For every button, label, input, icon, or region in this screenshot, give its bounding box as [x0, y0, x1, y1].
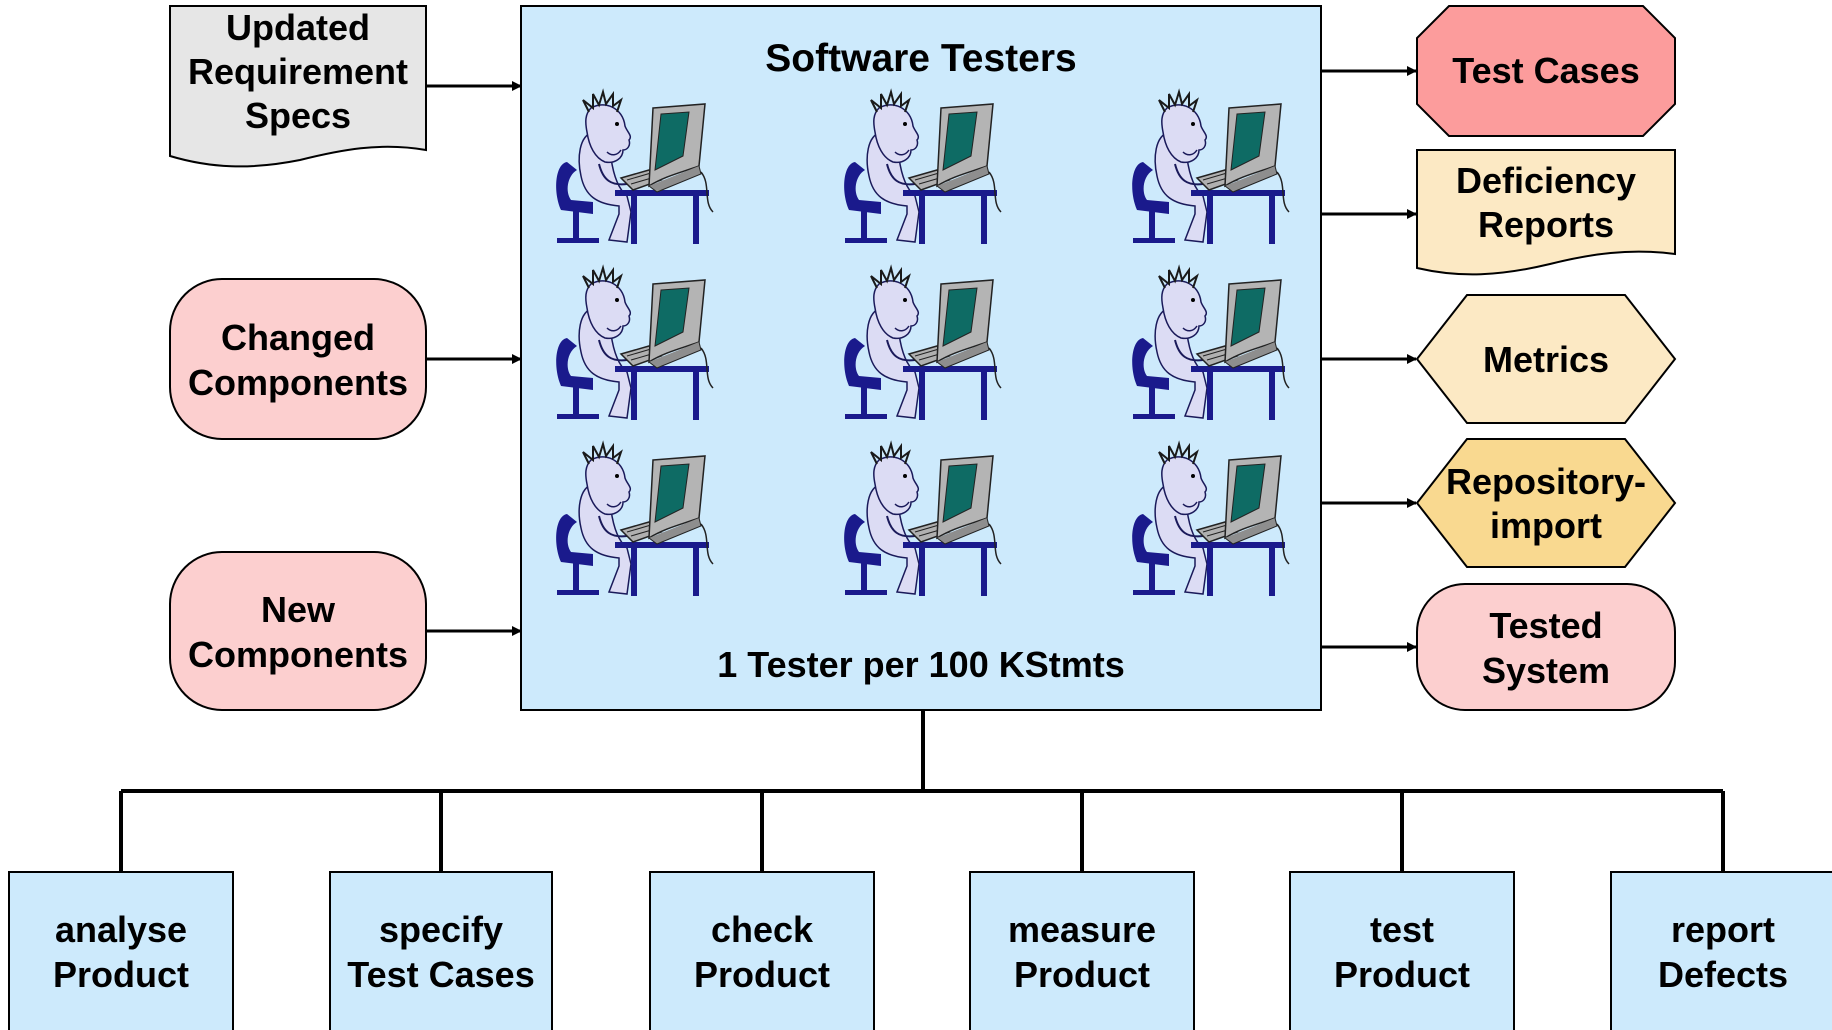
activity-analyse-product: analyse Product: [8, 871, 234, 1030]
output-test-cases: Test Cases: [1416, 5, 1676, 137]
input-updated-requirement-specs: Updated Requirement Specs: [169, 5, 427, 168]
activity-line-1: report: [1671, 909, 1775, 950]
activity-line-2: Product: [1334, 954, 1470, 995]
activity-check-product: check Product: [649, 871, 875, 1030]
activity-line-1: check: [711, 909, 814, 950]
activity-box: [1610, 871, 1832, 1030]
hexagon-shape: [1415, 438, 1677, 568]
output-deficiency-reports: Deficiency Reports: [1416, 149, 1676, 276]
tester-ratio-label: 1 Tester per 100 KStmts: [717, 644, 1125, 685]
activity-line-2: Defects: [1658, 954, 1788, 995]
octagon-shape: [1416, 5, 1676, 137]
activity-box: [969, 871, 1195, 1030]
activity-box: [329, 871, 553, 1030]
activity-report-defects: report Defects: [1610, 871, 1832, 1030]
hexagon-shape: [1415, 294, 1677, 424]
updated-specs-line-1: Updated: [226, 7, 370, 48]
document-shape: [169, 5, 427, 168]
activity-line-2: Product: [53, 954, 189, 995]
activity-specify-test-cases: specify Test Cases: [329, 871, 553, 1030]
activity-line-1: specify: [379, 909, 503, 950]
changed-components-line-2: Components: [188, 362, 408, 403]
new-components-line-2: Components: [188, 634, 408, 675]
activity-line-2: Product: [1014, 954, 1150, 995]
updated-specs-line-3: Specs: [245, 95, 351, 136]
changed-components-line-1: Changed: [221, 317, 375, 358]
updated-specs-line-2: Requirement: [188, 51, 408, 92]
test-cases-label: Test Cases: [1452, 50, 1639, 91]
rounded-box: [1416, 583, 1676, 711]
activity-line-2: Product: [694, 954, 830, 995]
output-repository-import: Repository- import: [1415, 438, 1677, 568]
rounded-box: [169, 551, 427, 711]
repository-import-line-2: import: [1490, 505, 1602, 546]
repository-import-line-1: Repository-: [1446, 461, 1646, 502]
activity-box: [8, 871, 234, 1030]
deficiency-reports-line-1: Deficiency: [1456, 160, 1636, 201]
activity-line-1: measure: [1008, 909, 1156, 950]
activity-measure-product: measure Product: [969, 871, 1195, 1030]
activity-line-2: Test Cases: [347, 954, 534, 995]
activity-box: [1289, 871, 1515, 1030]
activity-box: [649, 871, 875, 1030]
document-shape: [1416, 149, 1676, 276]
activity-test-product: test Product: [1289, 871, 1515, 1030]
input-new-components: New Components: [169, 551, 427, 711]
output-tested-system: Tested System: [1416, 583, 1676, 711]
tested-system-line-1: Tested: [1489, 605, 1602, 646]
rounded-box: [169, 278, 427, 440]
input-changed-components: Changed Components: [169, 278, 427, 440]
deficiency-reports-line-2: Reports: [1478, 204, 1614, 245]
activity-line-1: test: [1370, 909, 1434, 950]
output-metrics: Metrics: [1415, 294, 1677, 424]
activity-connectors: [119, 710, 1725, 872]
metrics-label: Metrics: [1483, 339, 1609, 380]
tested-system-line-2: System: [1482, 650, 1610, 691]
new-components-line-1: New: [261, 589, 336, 630]
main-title: Software Testers: [765, 37, 1076, 80]
activity-line-1: analyse: [55, 909, 187, 950]
